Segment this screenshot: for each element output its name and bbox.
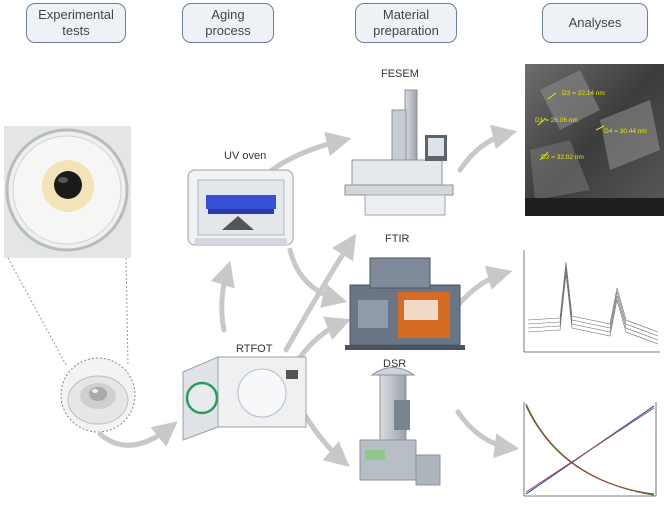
rtfot-oven-icon [182, 356, 307, 441]
dsr-rheometer-icon [359, 367, 441, 486]
sem-d4-label: D4 = 30.44 nm [604, 128, 647, 135]
label-dsr: DSR [383, 358, 407, 370]
header-aging-process: Aging process [182, 3, 274, 43]
label-ftir: FTIR [385, 233, 410, 245]
ftir-spectrum-plot [518, 247, 664, 360]
header-analyses: Analyses [542, 3, 648, 43]
sem-d1-label: D1 = 26.06 nm [535, 117, 578, 124]
header-experimental-tests: Experimental tests [26, 3, 126, 43]
sample-dish-icon [60, 357, 136, 433]
header-material-preparation: Material preparation [355, 3, 457, 43]
ftir-spectrometer-icon [345, 257, 465, 350]
label-rtfot: RTFOT [236, 343, 273, 355]
dsr-rheology-plot [518, 398, 664, 503]
sem-d2-label: D2 = 32.02 nm [541, 154, 584, 161]
petri-dish-photo [4, 126, 131, 258]
flow-arrows [97, 124, 520, 467]
uv-oven-icon [187, 169, 294, 246]
label-fesem: FESEM [381, 68, 419, 80]
sem-d3-label: D3 = 22.14 nm [562, 90, 605, 97]
zoom-connector-lines [7, 257, 129, 366]
sem-micrograph: D3 = 22.14 nm D1 = 26.06 nm D4 = 30.44 n… [525, 64, 664, 216]
label-uv-oven: UV oven [224, 150, 267, 162]
fesem-microscope-icon [344, 89, 454, 216]
